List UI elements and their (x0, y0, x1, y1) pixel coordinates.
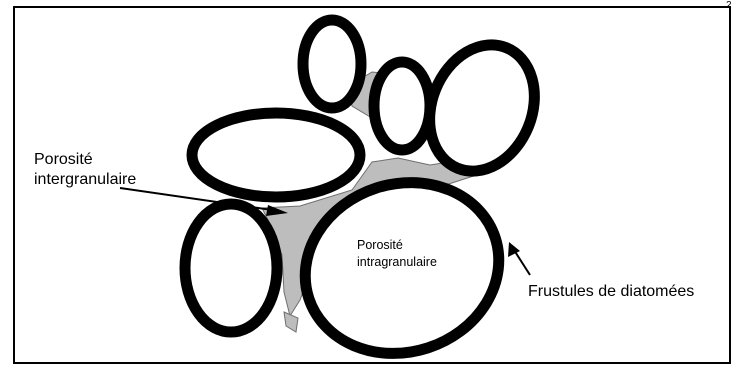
intergranular-porosity-label: Porosité intergranulaire (34, 151, 136, 188)
frustule-bottom-left (185, 204, 277, 332)
frustules-label: Frustules de diatomées (528, 283, 694, 300)
intragranular-label-line2: intragranulaire (357, 255, 437, 269)
frustule-top-small (303, 20, 361, 108)
frustule-top-right (411, 29, 552, 187)
intragranular-label-line1: Porosité (357, 238, 403, 252)
corner-mark: 2 (726, 0, 732, 11)
frustules-callout-line (514, 250, 530, 275)
intergranular-label-line1: Porosité (34, 151, 93, 168)
intergranular-pore-lower (284, 312, 298, 332)
frustule-middle-left (192, 113, 360, 197)
intergranular-label-line2: intergranulaire (34, 171, 136, 188)
frustule-top-middle (374, 62, 430, 150)
